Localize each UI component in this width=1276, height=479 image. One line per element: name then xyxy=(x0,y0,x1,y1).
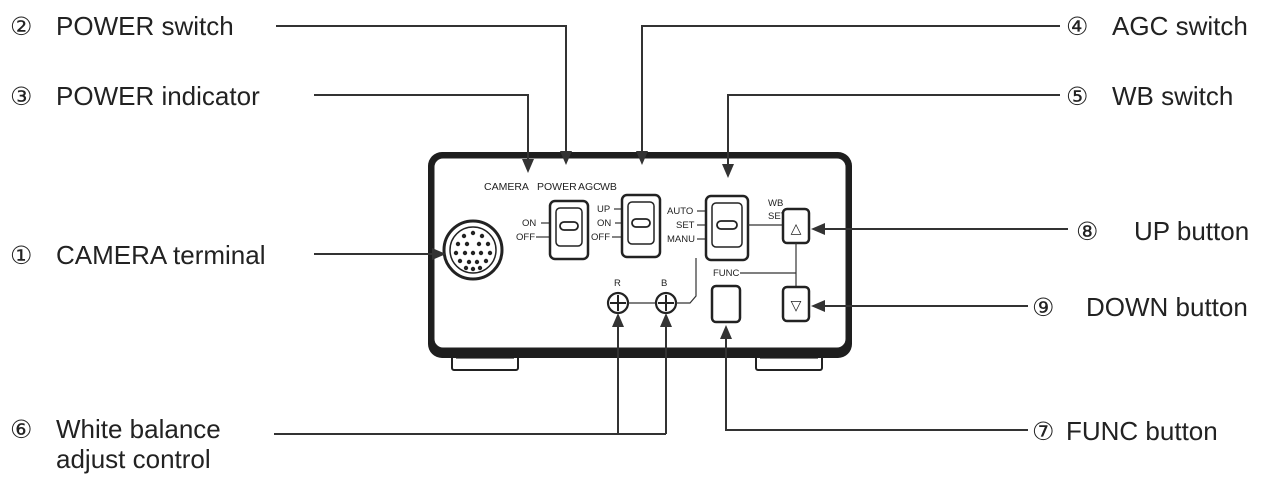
svg-text:FUNC button: FUNC button xyxy=(1066,416,1218,446)
down-button[interactable]: ▽ xyxy=(781,285,811,323)
callout-2: ② POWER switch xyxy=(10,11,234,41)
svg-text:⑦: ⑦ xyxy=(1032,417,1054,446)
callout-8: ⑧ UP button xyxy=(1076,216,1249,246)
svg-text:⑧: ⑧ xyxy=(1076,217,1098,246)
func-button[interactable] xyxy=(710,284,742,324)
wb-manu-label: MANU xyxy=(667,234,695,245)
agc-on-label: ON xyxy=(597,218,611,229)
callout-1: ① CAMERA terminal xyxy=(10,240,266,270)
up-button[interactable]: △ xyxy=(781,207,811,245)
callout-4: ④ AGC switch xyxy=(1066,11,1248,41)
svg-text:adjust control: adjust control xyxy=(56,444,211,474)
callout-5: ⑤ WB switch xyxy=(1066,81,1233,111)
r-trimmer[interactable] xyxy=(606,291,630,315)
svg-text:⑨: ⑨ xyxy=(1032,293,1054,322)
wb-auto-label: AUTO xyxy=(667,206,693,217)
wb-switch[interactable] xyxy=(704,194,750,262)
svg-text:①: ① xyxy=(10,241,32,270)
svg-text:White balance: White balance xyxy=(56,414,221,444)
svg-text:DOWN button: DOWN button xyxy=(1086,292,1248,322)
b-trimmer[interactable] xyxy=(654,291,678,315)
svg-text:POWER indicator: POWER indicator xyxy=(56,81,260,111)
callout-3: ③ POWER indicator xyxy=(10,81,260,111)
r-label: R xyxy=(614,278,621,289)
svg-text:WB switch: WB switch xyxy=(1112,81,1233,111)
up-triangle-icon: △ xyxy=(791,221,802,237)
svg-text:CAMERA terminal: CAMERA terminal xyxy=(56,240,266,270)
panel-label-power: POWER xyxy=(537,181,577,193)
svg-text:③: ③ xyxy=(10,82,32,111)
b-label: B xyxy=(661,278,667,289)
panel-label-agc: AGC xyxy=(578,181,601,193)
camera-terminal[interactable] xyxy=(442,219,504,281)
power-off-label: OFF xyxy=(516,232,535,243)
down-triangle-icon: ▽ xyxy=(791,298,802,314)
svg-text:POWER switch: POWER switch xyxy=(56,11,234,41)
func-label: FUNC xyxy=(713,268,740,279)
svg-text:AGC switch: AGC switch xyxy=(1112,11,1248,41)
wb-set-button-label-2: SET xyxy=(768,211,787,222)
agc-up-label: UP xyxy=(597,204,610,215)
panel-label-wb: WB xyxy=(600,181,617,193)
agc-switch[interactable] xyxy=(620,193,662,259)
svg-text:②: ② xyxy=(10,12,32,41)
connector-pins-icon xyxy=(453,230,493,272)
callout-6: ⑥ White balance adjust control xyxy=(10,414,221,474)
callout-7: ⑦ FUNC button xyxy=(1032,416,1218,446)
panel-label-camera: CAMERA xyxy=(484,181,529,193)
power-switch[interactable] xyxy=(548,199,590,261)
svg-text:⑤: ⑤ xyxy=(1066,82,1088,111)
wb-set-button-label-1: WB xyxy=(768,198,783,209)
wb-set-label: SET xyxy=(676,220,695,231)
svg-text:④: ④ xyxy=(1066,12,1088,41)
agc-off-label: OFF xyxy=(591,232,610,243)
callout-9: ⑨ DOWN button xyxy=(1032,292,1248,322)
svg-text:UP button: UP button xyxy=(1134,216,1249,246)
svg-text:⑥: ⑥ xyxy=(10,415,32,444)
power-on-label: ON xyxy=(522,218,536,229)
